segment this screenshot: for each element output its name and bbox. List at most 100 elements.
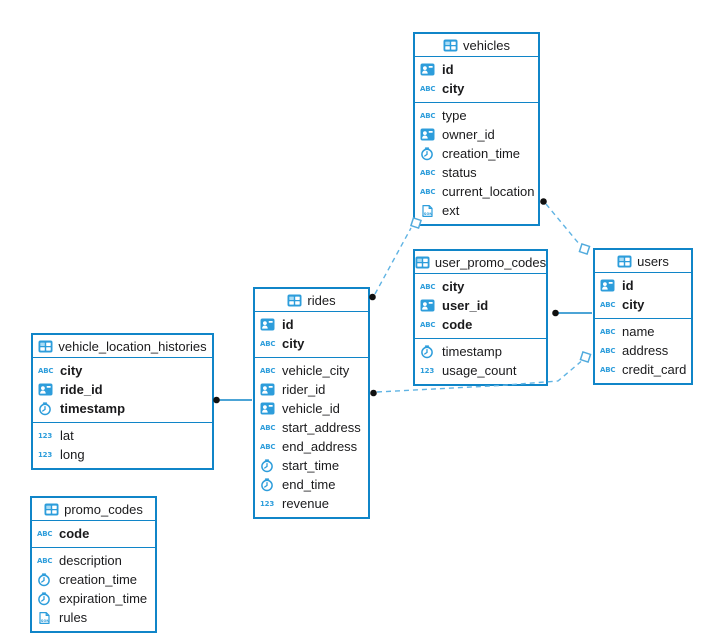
table-title: users bbox=[637, 253, 669, 269]
table-header[interactable]: user_promo_codes bbox=[415, 251, 546, 274]
column-label: id bbox=[282, 317, 294, 332]
id-badge-icon bbox=[600, 279, 617, 293]
column-code[interactable]: ABC code bbox=[32, 524, 155, 543]
column-user_id[interactable]: user_id bbox=[415, 296, 546, 315]
column-label: ext bbox=[442, 203, 460, 218]
column-timestamp[interactable]: timestamp bbox=[415, 342, 546, 361]
column-city[interactable]: ABC city bbox=[595, 295, 691, 314]
column-label: creation_time bbox=[442, 146, 521, 161]
column-label: usage_count bbox=[442, 363, 517, 378]
relationship-vehicles-users[interactable] bbox=[540, 198, 591, 255]
table-icon bbox=[287, 293, 302, 307]
column-label: start_time bbox=[282, 458, 340, 473]
number-123-icon: 123 bbox=[260, 499, 275, 508]
table-icon bbox=[44, 502, 59, 516]
cardinality-dot bbox=[213, 396, 220, 404]
string-abc-icon: ABC bbox=[37, 556, 53, 565]
table-icon bbox=[38, 339, 53, 353]
table-header[interactable]: promo_codes bbox=[32, 498, 155, 521]
table-title: promo_codes bbox=[64, 501, 143, 517]
string-abc-icon: ABC bbox=[37, 529, 53, 538]
column-start_time[interactable]: start_time bbox=[255, 456, 368, 475]
relationship-vehicle_location_histories-rides[interactable] bbox=[213, 396, 252, 404]
table-header[interactable]: vehicles bbox=[415, 34, 538, 57]
relationship-user_promo_codes-users[interactable] bbox=[552, 309, 592, 317]
string-abc-icon: ABC bbox=[600, 346, 616, 355]
string-abc-icon: ABC bbox=[600, 300, 616, 309]
column-label: ride_id bbox=[60, 382, 103, 397]
column-ride_id[interactable]: ride_id bbox=[33, 380, 212, 399]
column-rider_id[interactable]: rider_id bbox=[255, 380, 368, 399]
string-abc-icon: ABC bbox=[420, 84, 436, 93]
string-abc-icon: ABC bbox=[420, 187, 436, 196]
column-creation_time[interactable]: creation_time bbox=[415, 144, 538, 163]
cardinality-dot bbox=[370, 389, 377, 397]
column-id[interactable]: id bbox=[595, 276, 691, 295]
relationship-line[interactable] bbox=[374, 227, 412, 295]
column-label: city bbox=[622, 297, 645, 312]
column-label: end_address bbox=[282, 439, 358, 454]
column-label: rider_id bbox=[282, 382, 326, 397]
column-label: lat bbox=[60, 428, 74, 443]
table-header[interactable]: users bbox=[595, 250, 691, 273]
column-label: rules bbox=[59, 610, 88, 625]
column-expiration_time[interactable]: expiration_time bbox=[32, 589, 155, 608]
column-label: city bbox=[60, 363, 83, 378]
column-timestamp[interactable]: timestamp bbox=[33, 399, 212, 418]
column-end_time[interactable]: end_time bbox=[255, 475, 368, 494]
clock-icon bbox=[37, 572, 54, 587]
column-id[interactable]: id bbox=[415, 60, 538, 79]
column-label: code bbox=[59, 526, 90, 541]
table-title: user_promo_codes bbox=[434, 254, 547, 270]
column-creation_time[interactable]: creation_time bbox=[32, 570, 155, 589]
column-label: end_time bbox=[282, 477, 336, 492]
column-owner_id[interactable]: owner_id bbox=[415, 125, 538, 144]
cardinality-dot bbox=[552, 309, 559, 317]
table-header[interactable]: rides bbox=[255, 289, 368, 312]
column-label: vehicle_city bbox=[282, 363, 350, 378]
column-label: city bbox=[442, 279, 465, 294]
cardinality-dot bbox=[369, 293, 376, 301]
column-vehicle_id[interactable]: vehicle_id bbox=[255, 399, 368, 418]
svg-text:JSON: JSON bbox=[38, 619, 49, 623]
id-badge-icon bbox=[260, 318, 277, 332]
table-header[interactable]: vehicle_location_histories bbox=[33, 335, 212, 358]
column-rules[interactable]: JSON rules bbox=[32, 608, 155, 627]
relationship-line[interactable] bbox=[545, 203, 581, 246]
column-label: name bbox=[622, 324, 655, 339]
cardinality-diamond bbox=[579, 351, 592, 363]
column-id[interactable]: id bbox=[255, 315, 368, 334]
clock-icon bbox=[420, 344, 437, 359]
